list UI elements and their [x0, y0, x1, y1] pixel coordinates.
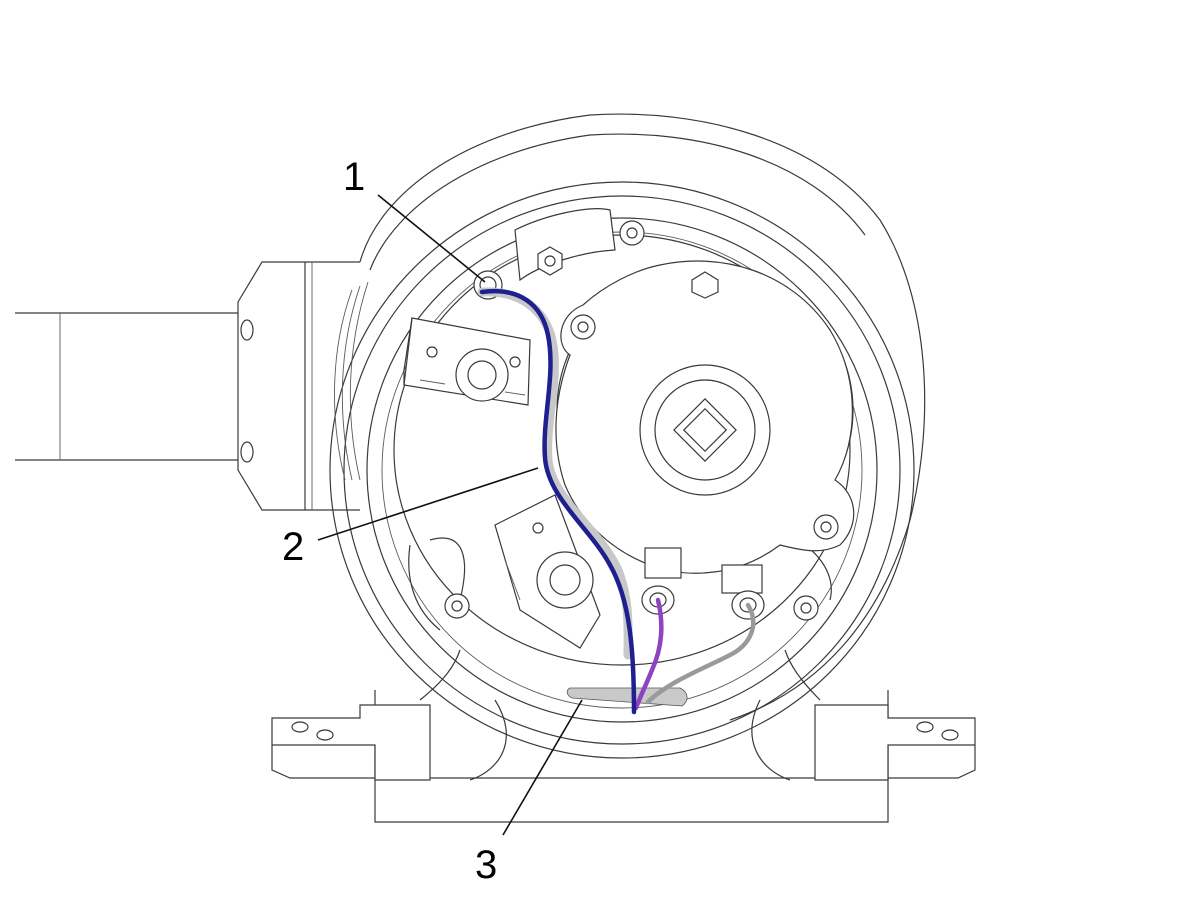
blue-wire: [479, 288, 637, 715]
purple-wire: [633, 597, 664, 711]
motor-base: [271, 649, 976, 823]
shaft-tube: [15, 261, 360, 511]
leader-line-1: [377, 194, 486, 283]
callout-1: 1: [343, 155, 365, 199]
callout-2: 2: [282, 525, 304, 569]
leader-line-3: [502, 699, 583, 836]
upper-brush-holder: [403, 208, 616, 406]
leader-line-2: [317, 467, 539, 541]
motor-housing: [329, 113, 926, 759]
commutator-cover: [555, 260, 855, 620]
lower-brush-holder: [494, 494, 601, 649]
hex-bolt-icon: [537, 246, 719, 299]
grey-wire: [645, 602, 756, 705]
terminal-block: [566, 687, 688, 707]
callout-3: 3: [475, 843, 497, 887]
